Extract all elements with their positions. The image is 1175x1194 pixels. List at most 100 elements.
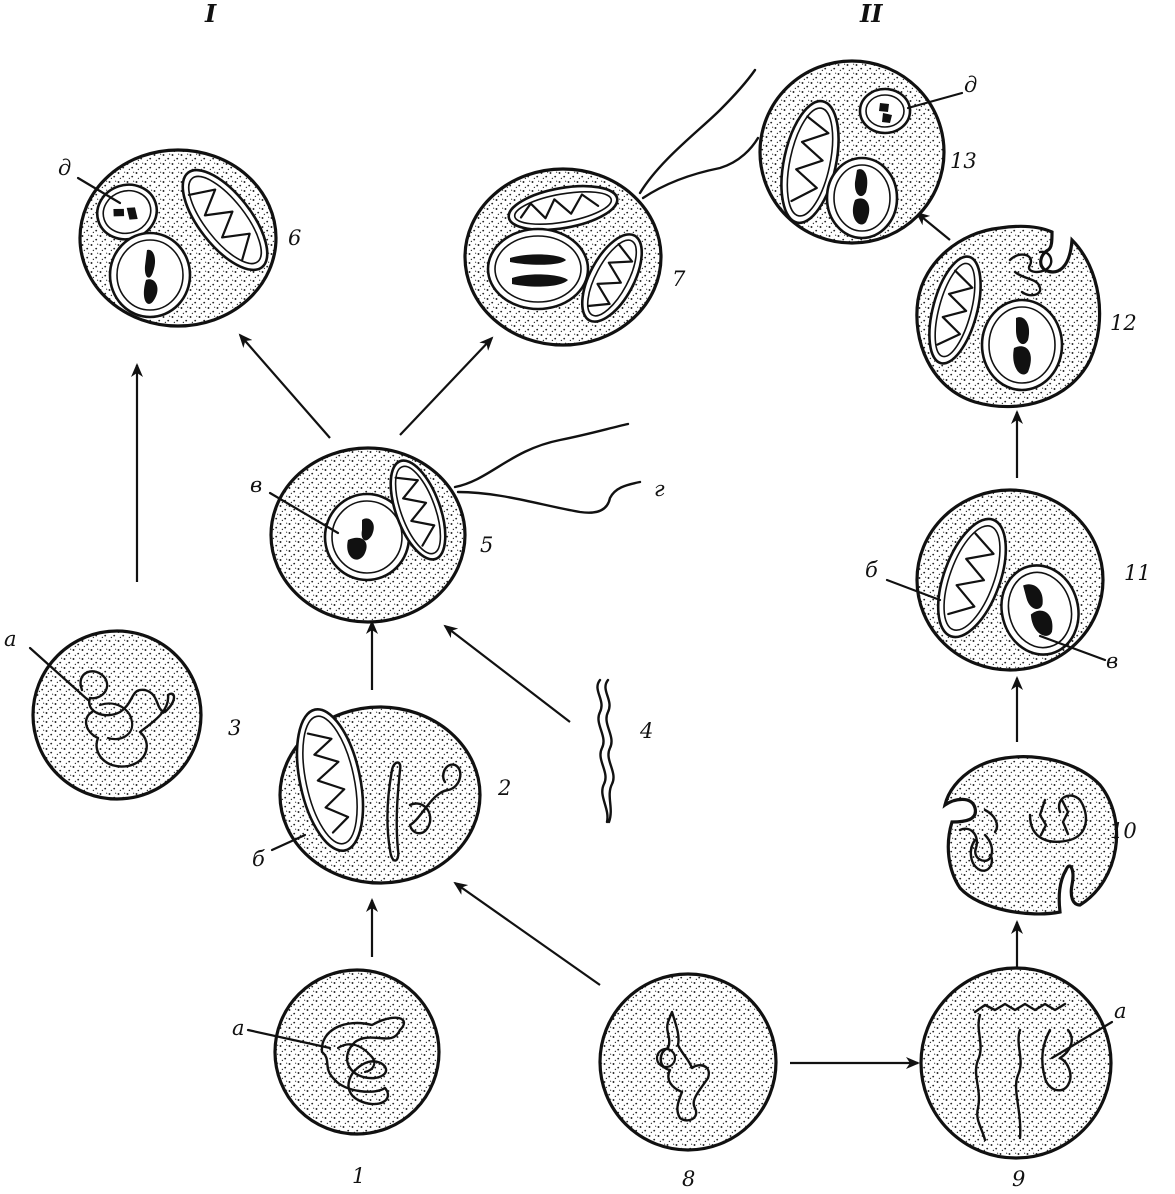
cell-6-mitochondrion-inner bbox=[187, 175, 263, 265]
cell-5-pointer-v bbox=[268, 491, 340, 535]
cell-9-number: 9 bbox=[1012, 1167, 1025, 1191]
cell-1-chromatin bbox=[320, 1016, 406, 1106]
cell-11-chromosome-1 bbox=[1023, 584, 1043, 609]
cell-6-number: 6 bbox=[288, 226, 301, 250]
cell-13: д 13 bbox=[758, 59, 977, 245]
cell-3: а 3 bbox=[4, 627, 241, 801]
cell-2-number: 2 bbox=[497, 776, 511, 800]
cell-11-number: 11 bbox=[1124, 561, 1151, 585]
cell-13-mitochondrion bbox=[780, 99, 840, 225]
cell-11-chromosome-2 bbox=[1030, 610, 1053, 636]
group-label-II: II bbox=[859, 0, 883, 28]
cell-1-chromatin-inner bbox=[336, 1043, 376, 1074]
cell-5-mitochondrion bbox=[389, 459, 447, 561]
cell-9-chromatin-mid bbox=[1014, 1028, 1022, 1140]
cell-11-pointer-v bbox=[1038, 634, 1107, 662]
cell-5: в г 5 bbox=[250, 422, 665, 624]
cell-9-body bbox=[919, 966, 1113, 1160]
cell-12: 12 bbox=[915, 224, 1137, 409]
group-label-I: I bbox=[204, 0, 217, 28]
cell-13-cristae bbox=[790, 115, 830, 203]
cell-5-mitochondrion-inner bbox=[394, 465, 442, 555]
cell-10: 10 bbox=[942, 755, 1137, 916]
cell-6-small-nucleus-chromosome-2 bbox=[126, 207, 138, 220]
cell-3-chromatin-inner bbox=[98, 702, 134, 741]
cell-12-nucleus-inner bbox=[988, 306, 1056, 384]
cell-6: д 6 bbox=[58, 148, 301, 328]
cell-11-nucleus-membrane bbox=[1000, 564, 1080, 656]
cell-8-chromatin bbox=[659, 1010, 710, 1122]
cell-9-chromatin-right bbox=[1041, 1028, 1073, 1092]
cell-7: 7 bbox=[463, 68, 760, 347]
cell-6-letter-d: д bbox=[58, 156, 71, 180]
cell-13-small-chromosome-2 bbox=[882, 113, 892, 123]
cell-13-mitochondrion-inner bbox=[786, 107, 834, 217]
arrows bbox=[131, 211, 1023, 1069]
cell-13-small-chromosome-1 bbox=[879, 103, 889, 112]
cell-7-mitochondrion-top-inner bbox=[513, 190, 613, 226]
cell-7-flagellum-1 bbox=[638, 68, 757, 195]
cell-6-nucleus-inner bbox=[116, 239, 184, 311]
cell-2-chromatin-strand bbox=[386, 761, 402, 862]
cell-5-mitochondrion-membrane bbox=[389, 459, 447, 561]
cell-1-pointer-a bbox=[246, 1028, 332, 1050]
cell-1-number: 1 bbox=[352, 1164, 365, 1188]
cell-7-number: 7 bbox=[672, 267, 686, 291]
cell-13-chromosome-2 bbox=[852, 198, 870, 225]
arrow-5-to-7 bbox=[399, 336, 494, 436]
cell-12-chromosome-1 bbox=[1016, 317, 1030, 345]
cell-6-small-nucleus-inner bbox=[102, 189, 152, 235]
cell-1-letter-a: а bbox=[232, 1016, 245, 1040]
cell-11-letter-v: в bbox=[1106, 649, 1118, 673]
cell-7-chromosome-1 bbox=[510, 254, 566, 265]
cell-10-chromosome-2 bbox=[1060, 798, 1070, 836]
cell-8-number: 8 bbox=[682, 1167, 695, 1191]
cell-6-cristae bbox=[187, 188, 251, 261]
cell-5-flagellum-2 bbox=[456, 480, 642, 514]
cell-6-mitochondrion bbox=[181, 168, 269, 272]
arrow-12-to-13 bbox=[915, 211, 951, 241]
cell-12-number: 12 bbox=[1110, 311, 1137, 335]
cell-7-nucleus bbox=[486, 227, 590, 311]
cell-11-cristae bbox=[947, 532, 995, 616]
cell-5-flagellum-1 bbox=[453, 422, 630, 489]
cell-13-number: 13 bbox=[950, 149, 977, 173]
cell-11-nucleus-inner bbox=[1007, 571, 1073, 649]
cell-3-number: 3 bbox=[228, 716, 241, 740]
cell-7-mitochondrion-top bbox=[507, 184, 619, 232]
cell-4-number: 4 bbox=[639, 719, 653, 743]
cell-13-nucleus bbox=[825, 156, 899, 240]
arrow-5-to-6 bbox=[238, 333, 331, 439]
cell-7-mitochondrion-right bbox=[580, 233, 644, 323]
arrow-8-to-2 bbox=[453, 881, 601, 986]
cell-10-number: 10 bbox=[1110, 819, 1137, 843]
cell-13-mitochondrion-membrane bbox=[780, 99, 840, 225]
cell-4-spirochete-left bbox=[596, 678, 609, 824]
cell-5-number: 5 bbox=[480, 533, 493, 557]
cell-12-engulfed-coil-2 bbox=[1013, 270, 1042, 297]
cell-7-chromosome-2 bbox=[512, 274, 568, 287]
cell-8: 8 bbox=[598, 972, 778, 1191]
cell-12-cristae bbox=[936, 269, 974, 346]
cell-2: б 2 bbox=[252, 705, 511, 885]
cell-4: 4 bbox=[596, 678, 653, 824]
cell-2-chromatin-blob bbox=[408, 763, 462, 835]
cell-10-nucleus-folds bbox=[1028, 794, 1088, 843]
cell-13-pointer-d bbox=[906, 91, 964, 110]
cell-1: а 1 bbox=[232, 968, 441, 1188]
cell-9-chromatin-left bbox=[974, 1013, 987, 1142]
cell-12-nucleus bbox=[980, 298, 1064, 392]
cell-2-mitochondrion-inner bbox=[302, 715, 358, 845]
cell-9-pointer-a bbox=[1050, 1020, 1114, 1060]
cell-12-mitochondrion-inner bbox=[934, 262, 976, 358]
cell-6-chromosome-1 bbox=[144, 249, 156, 278]
cell-5-nucleus-inner bbox=[331, 500, 403, 574]
cell-13-nucleus-inner bbox=[833, 164, 891, 232]
cell-6-pointer-d bbox=[76, 176, 122, 205]
cell-11: б в 11 bbox=[865, 488, 1151, 673]
cell-7-flagellum-2 bbox=[641, 136, 760, 200]
cell-10-body bbox=[942, 755, 1119, 916]
arrow-4-to-5 bbox=[443, 624, 571, 723]
cell-3-pointer-a bbox=[28, 646, 90, 702]
